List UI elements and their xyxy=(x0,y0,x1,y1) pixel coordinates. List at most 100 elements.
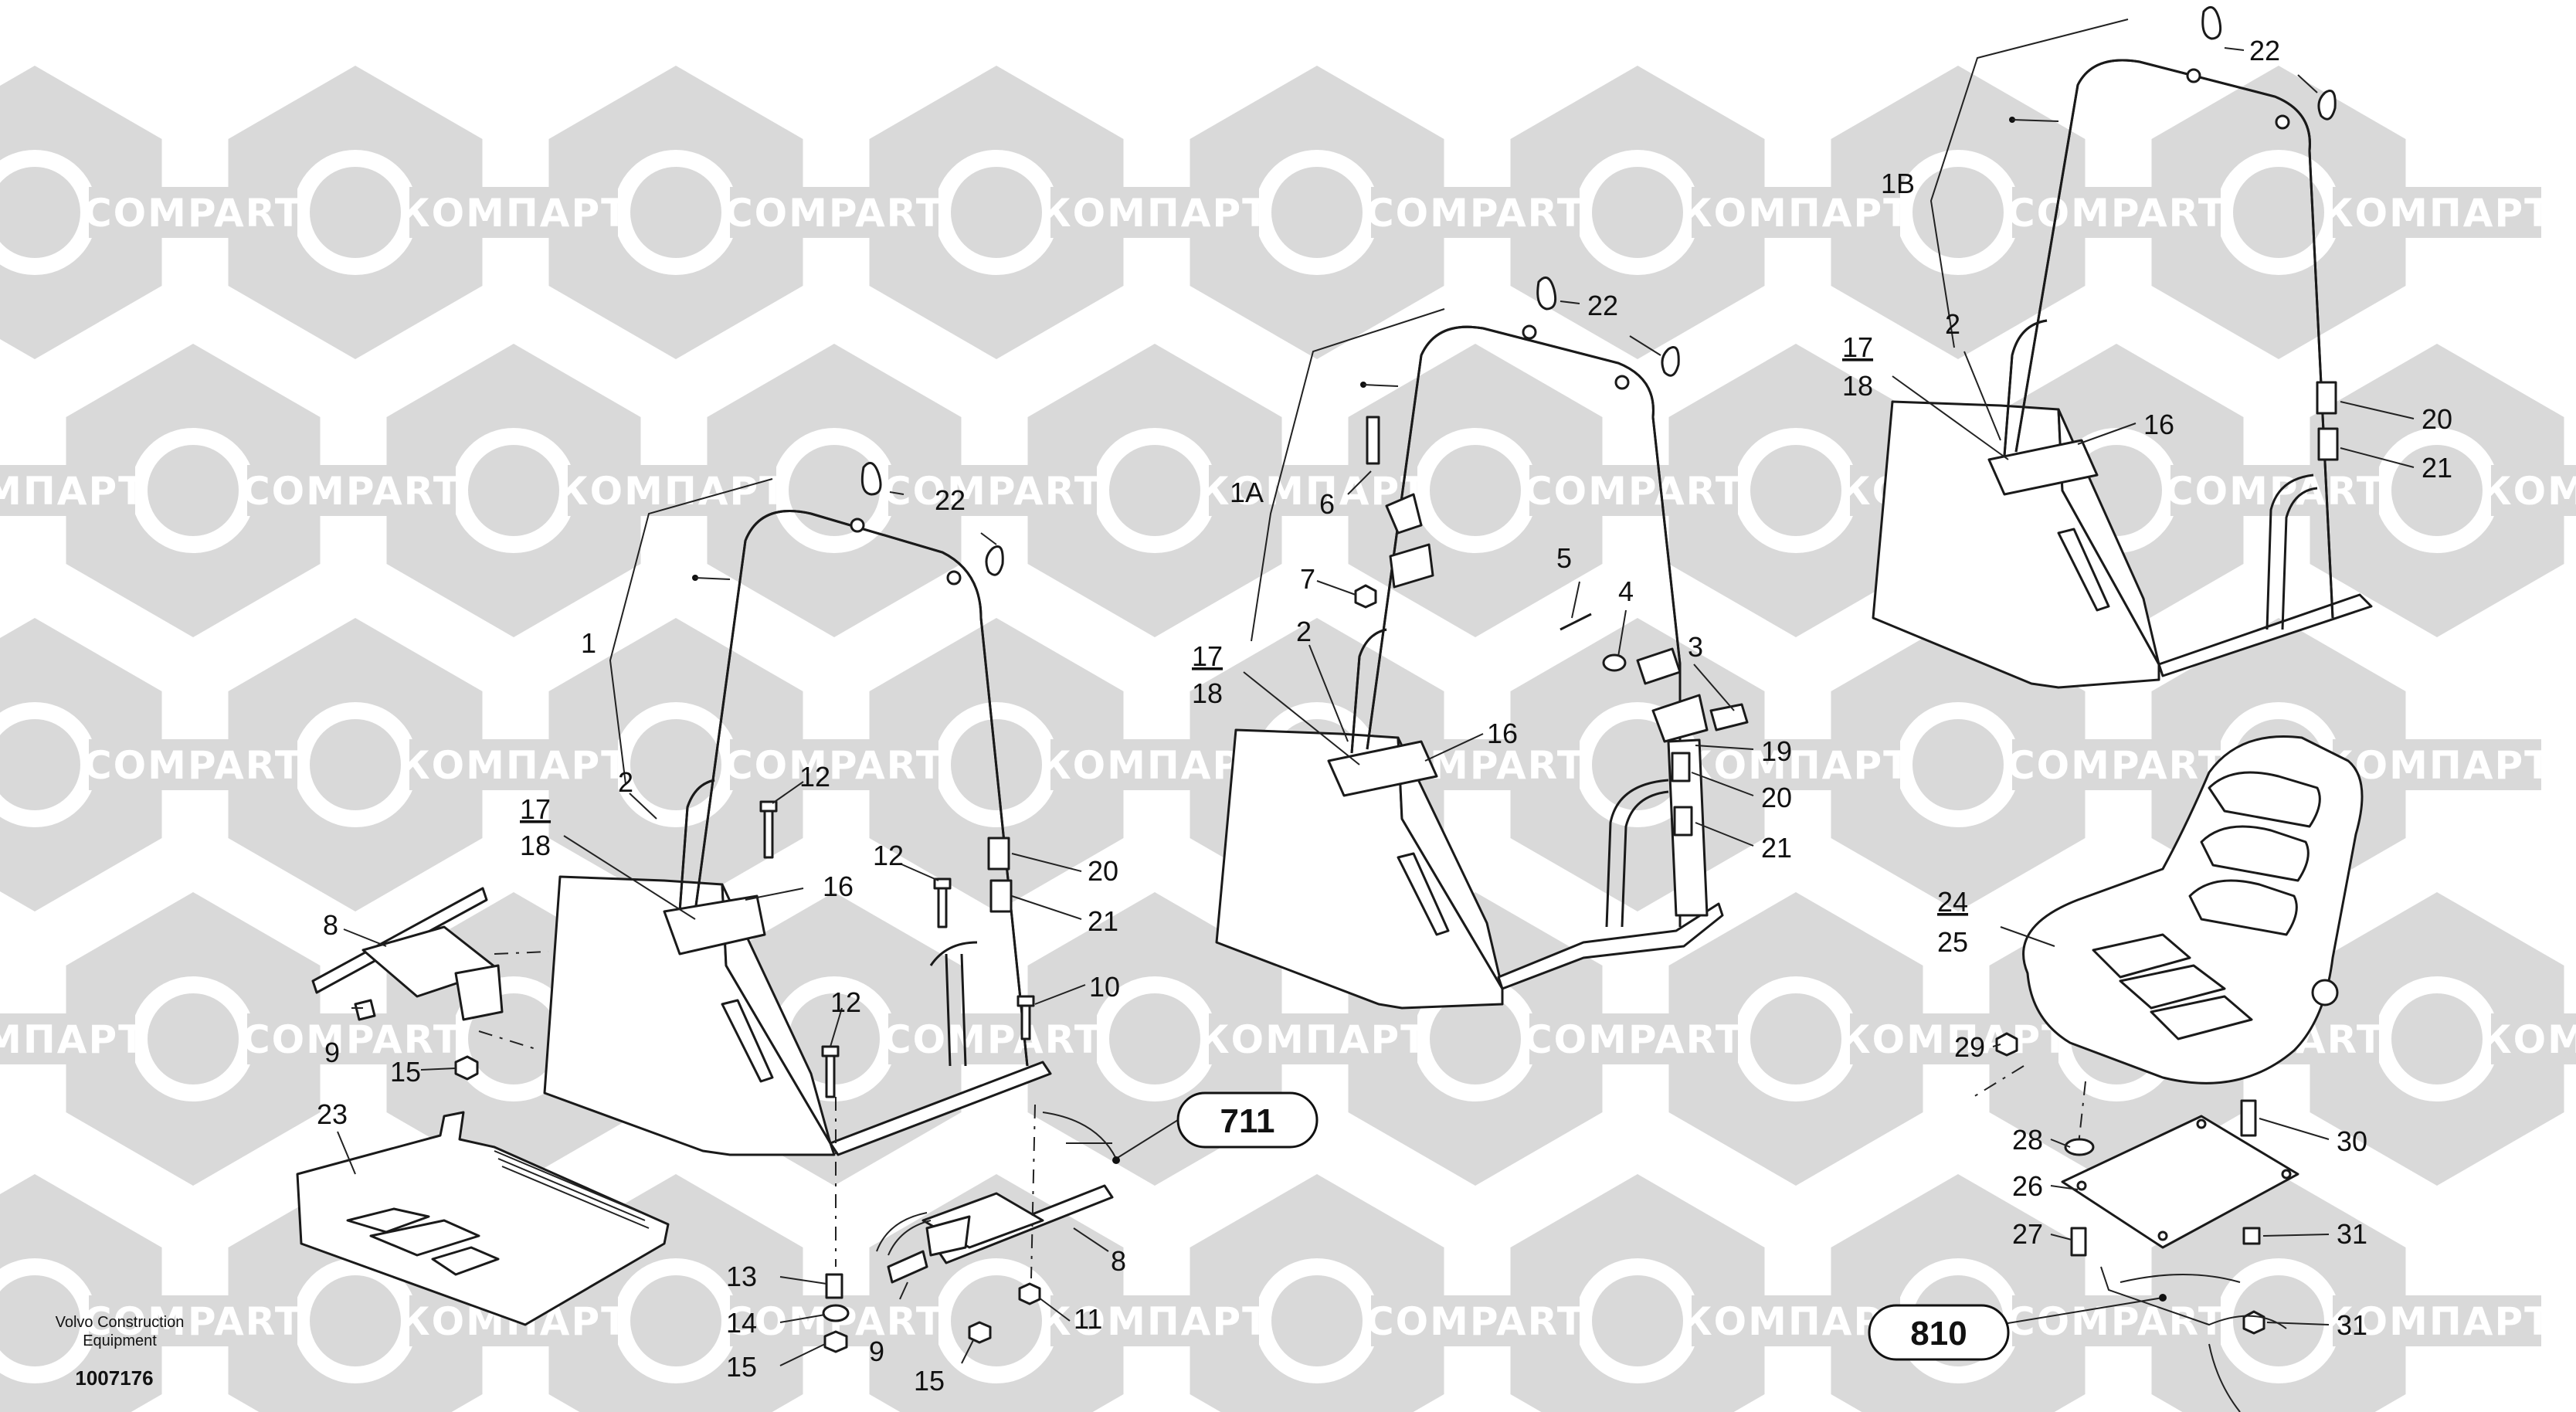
watermark-text: КОМПАРТ xyxy=(1198,1017,1428,1062)
watermark-hexagon xyxy=(228,66,483,359)
label-2: 2 xyxy=(1296,616,1312,647)
watermark-text: COMPART xyxy=(242,1017,461,1062)
watermark-label-bg xyxy=(730,187,938,238)
callout-711[interactable]: 711 xyxy=(1176,1091,1319,1149)
seat-box-left xyxy=(543,875,836,1156)
label-19: 19 xyxy=(1761,735,1792,767)
watermark-hexagon xyxy=(1027,344,1282,637)
watermark-label-bg xyxy=(2491,1013,2576,1064)
watermark-label-bg xyxy=(2012,187,2221,238)
company-name-line1: Volvo Construction xyxy=(56,1314,185,1331)
watermark-hexagon xyxy=(2151,66,2406,359)
watermark-label-bg xyxy=(1050,1295,1259,1346)
watermark-label-bg xyxy=(1209,465,1417,516)
watermark-label-bg xyxy=(89,1295,297,1346)
label-9: 9 xyxy=(869,1336,884,1367)
label-2: 2 xyxy=(618,766,633,798)
watermark-text: COMPART xyxy=(725,743,944,788)
watermark-label-bg xyxy=(1692,187,1900,238)
label-18: 18 xyxy=(1192,677,1223,709)
label-1B: 1B xyxy=(1881,168,1915,199)
callout-810[interactable]: 810 xyxy=(1868,1304,2010,1361)
label-6: 6 xyxy=(1319,488,1335,520)
watermark-hexagon xyxy=(1510,66,1765,359)
label-17: 17 xyxy=(1842,331,1873,363)
label-31: 31 xyxy=(2337,1309,2367,1341)
drawing-number: 1007176 xyxy=(75,1366,153,1390)
watermark-text: COMPART xyxy=(1524,1017,1743,1062)
watermark-hexagon xyxy=(66,892,321,1186)
label-13: 13 xyxy=(726,1261,757,1292)
seat-24 xyxy=(1973,735,2364,1152)
label-26: 26 xyxy=(2012,1170,2043,1202)
assembly-1-rollbar xyxy=(543,461,1052,1156)
bracket-8-lower xyxy=(822,1097,1117,1353)
label-17: 17 xyxy=(520,793,551,825)
label-1: 1 xyxy=(581,627,596,659)
label-18: 18 xyxy=(1842,370,1873,402)
watermark-text: COMPART xyxy=(2007,1299,2226,1344)
label-22: 22 xyxy=(2249,35,2280,66)
label-24: 24 xyxy=(1937,886,1968,918)
watermark-text: COMPART xyxy=(83,191,303,236)
watermark-label-bg xyxy=(1371,187,1580,238)
label-23: 23 xyxy=(317,1098,348,1130)
watermark-label-bg xyxy=(1209,1013,1417,1064)
watermark-text: КОМПАРТ xyxy=(1839,1017,2069,1062)
footer-block: Volvo Construction Equipment 1007176 xyxy=(56,1314,185,1390)
label-27: 27 xyxy=(2012,1218,2043,1250)
watermark-hexagon xyxy=(2310,892,2564,1186)
label-3: 3 xyxy=(1688,631,1703,663)
watermark-label-bg xyxy=(1371,1295,1580,1346)
watermark-text: COMPART xyxy=(1524,469,1743,514)
watermark-text: КОМПАРТ xyxy=(399,743,629,788)
label-2: 2 xyxy=(1945,308,1960,340)
watermark-hexagon xyxy=(1668,892,1923,1186)
watermark-label-bg xyxy=(888,465,1097,516)
watermark-text: КОМПАРТ xyxy=(1681,191,1911,236)
watermark-text: КОМПАРТ xyxy=(2322,191,2552,236)
watermark-hexagon xyxy=(548,66,803,359)
watermark-text: КОМПАРТ xyxy=(399,191,629,236)
company-name-line2: Equipment xyxy=(83,1332,157,1349)
label-16: 16 xyxy=(1487,718,1518,749)
watermark-label-bg xyxy=(1850,1013,2058,1064)
watermark-text: COMPART xyxy=(725,191,944,236)
label-31: 31 xyxy=(2337,1218,2367,1250)
watermark-label-bg xyxy=(409,739,618,790)
watermark-hexagon xyxy=(1510,1174,1765,1412)
label-11: 11 xyxy=(1074,1303,1102,1335)
label-15: 15 xyxy=(390,1056,421,1088)
watermark-label-bg xyxy=(2333,1295,2541,1346)
watermark-hexagon xyxy=(707,344,962,637)
watermark-label-bg xyxy=(1529,1013,1738,1064)
watermark-hexagon xyxy=(2310,344,2564,637)
watermark-text: COMPART xyxy=(883,469,1102,514)
watermark-label-bg xyxy=(2333,187,2541,238)
watermark-text: COMPART xyxy=(2165,469,2384,514)
part-labels: 22 1 2 17 18 12 16 12 20 21 12 10 8 9 15… xyxy=(317,35,2452,1397)
watermark-label-bg xyxy=(2170,465,2379,516)
watermark-hexagon xyxy=(1668,344,1923,637)
watermark-label-bg xyxy=(1050,739,1259,790)
label-16: 16 xyxy=(823,871,854,902)
callout-810-text: 810 xyxy=(1910,1315,1967,1353)
watermark-label-bg xyxy=(2333,739,2541,790)
watermark-text: КОМПАРТ xyxy=(1040,191,1270,236)
watermark-label-bg xyxy=(888,1013,1097,1064)
label-5: 5 xyxy=(1556,542,1572,574)
label-21: 21 xyxy=(1088,905,1118,937)
label-29: 29 xyxy=(1954,1031,1985,1063)
label-17: 17 xyxy=(1192,640,1223,672)
seat-mount-plate xyxy=(1995,1032,2299,1412)
label-28: 28 xyxy=(2012,1124,2043,1156)
label-22: 22 xyxy=(935,484,966,516)
bracket-8-left xyxy=(311,887,549,1081)
watermark-label-bg xyxy=(0,465,135,516)
watermark-label-bg xyxy=(247,465,456,516)
label-21: 21 xyxy=(1761,832,1792,864)
label-22: 22 xyxy=(1587,290,1618,321)
label-20: 20 xyxy=(2422,403,2452,435)
watermark-hexagon xyxy=(228,618,483,911)
